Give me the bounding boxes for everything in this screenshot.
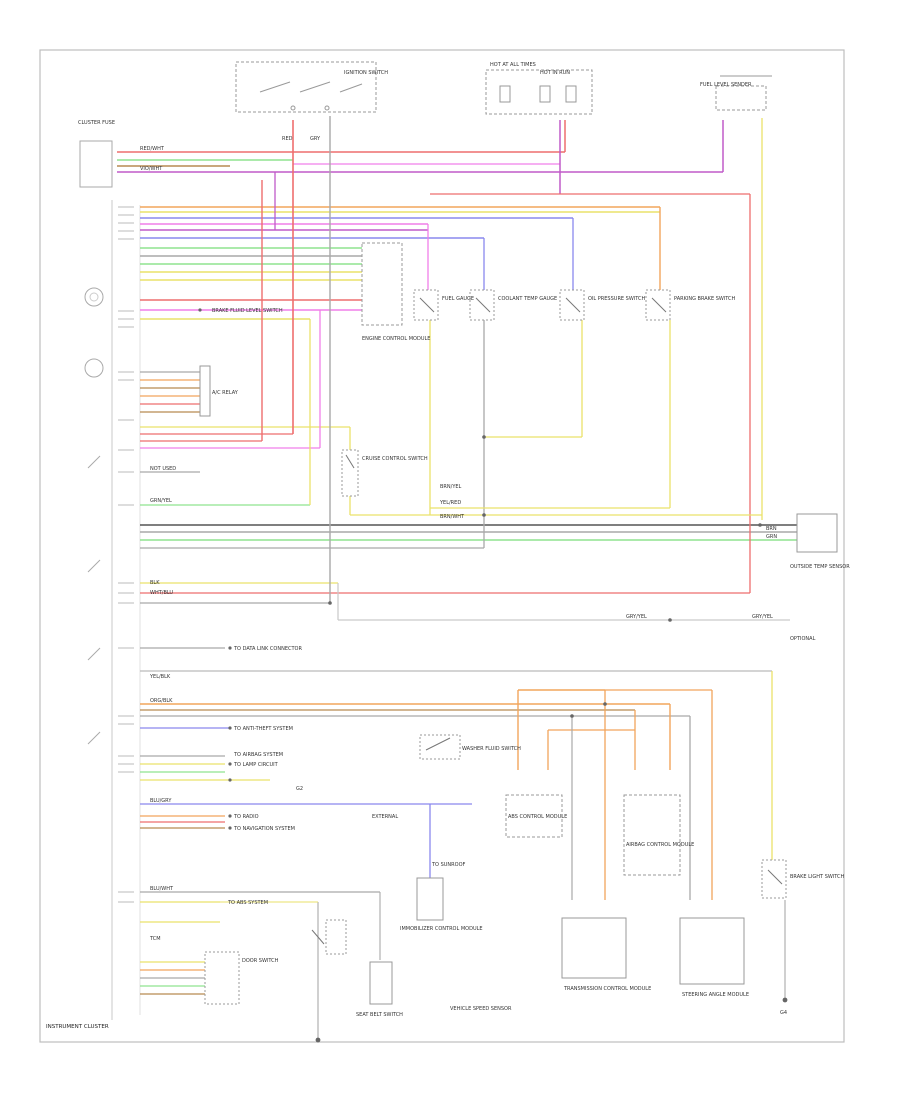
ground-label: G4	[780, 1010, 787, 1016]
warning-lamp-2-icon	[84, 358, 104, 378]
note-to-data-link: TO DATA LINK CONNECTOR	[233, 646, 302, 652]
label-brake-light: BRAKE LIGHT SWITCH	[790, 874, 845, 880]
seatbelt-box	[369, 961, 393, 1005]
note-not-used: NOT USED	[150, 466, 176, 472]
brake-switch-box	[645, 289, 671, 321]
fuse-block-symbol	[485, 69, 772, 115]
label-airbag-module: AIRBAG CONTROL MODULE	[626, 842, 694, 848]
fuse-lower-box	[325, 919, 347, 955]
washer-switch-box	[419, 734, 461, 760]
wire-label-gry-yel: GRY/YEL	[626, 614, 647, 620]
gauge-needle-2-icon	[87, 559, 101, 573]
wire-label-blu-gry: BLU/GRY	[150, 798, 172, 804]
temp-gauge-switch-box	[469, 289, 495, 321]
trans-module-box	[561, 917, 627, 979]
note-tcm: TCM	[149, 936, 161, 942]
wire-label-org-blk: ORG/BLK	[150, 698, 173, 704]
label-trans-module: TRANSMISSION CONTROL MODULE	[563, 986, 651, 992]
note-external: EXTERNAL	[372, 814, 398, 820]
note-to-sunroof: TO SUNROOF	[431, 862, 465, 868]
immobilizer-box	[416, 877, 444, 921]
note-to-abs: TO ABS SYSTEM	[227, 900, 268, 906]
wire-label-gry-yel-2: GRY/YEL	[752, 614, 773, 620]
wire-label-brn-yel: BRN/YEL	[440, 484, 462, 490]
note-to-airbag: TO AIRBAG SYSTEM	[233, 752, 283, 758]
label-vss: VEHICLE SPEED SENSOR	[450, 1006, 512, 1012]
note-to-anti-theft: TO ANTI-THEFT SYSTEM	[233, 726, 293, 732]
note-to-radio: TO RADIO	[233, 814, 259, 820]
gauge-needle-1-icon	[87, 455, 101, 469]
label-cruise: CRUISE CONTROL SWITCH	[362, 456, 428, 462]
wire-label-brn: BRN	[766, 526, 777, 532]
gauge-needle-4-icon	[87, 731, 101, 745]
oil-switch-box	[559, 289, 585, 321]
wire-label-red-wht: RED/WHT	[140, 146, 165, 152]
abs-module-box	[505, 794, 563, 838]
wire-label-brn-wht: BRN/WHT	[440, 514, 465, 520]
label-steering-module: STEERING ANGLE MODULE	[682, 992, 749, 998]
label-hot-in-run: HOT IN RUN	[540, 70, 570, 76]
wire-label-red: RED	[282, 136, 293, 142]
wire-label-yel-red: YEL/RED	[439, 500, 461, 506]
right-module-box	[796, 513, 838, 553]
label-seatbelt: SEAT BELT SWITCH	[356, 1012, 403, 1018]
component-boxes	[199, 242, 838, 1005]
cluster-pin-ticks	[118, 206, 134, 903]
wire-label-vio-wht: VIO/WHT	[140, 166, 163, 172]
cluster-fuse-box	[79, 140, 113, 188]
gauge-needle-3-icon	[87, 647, 101, 661]
diagram-frame	[39, 49, 845, 1043]
label-outside-temp: OUTSIDE TEMP SENSOR	[790, 564, 850, 570]
fuel-gauge-switch-box	[413, 289, 439, 321]
cruise-switch-box	[341, 449, 359, 497]
label-hot-at-all-times: HOT AT ALL TIMES	[490, 62, 536, 68]
note-to-nav: TO NAVIGATION SYSTEM	[233, 826, 295, 832]
warning-lamp-1-icon	[84, 287, 104, 307]
wire-label-grn-yel: GRN/YEL	[150, 498, 172, 504]
label-temp-gauge: COOLANT TEMP GAUGE	[498, 296, 557, 302]
label-oil-pressure: OIL PRESSURE SWITCH	[588, 296, 646, 302]
label-ac-relay: A/C RELAY	[212, 390, 239, 396]
brake-light-switch-box	[761, 859, 787, 899]
wire-label-wht-blu: WHT/BLU	[150, 590, 173, 596]
note-to-lamp: TO LAMP CIRCUIT	[233, 762, 279, 768]
label-fuel-level-sender: FUEL LEVEL SENDER	[700, 82, 752, 88]
cluster-icons	[79, 140, 113, 745]
wire-label-grn: GRN	[766, 534, 777, 540]
label-ignition-switch: IGNITION SWITCH	[344, 70, 388, 76]
junction-dots	[198, 308, 788, 1043]
label-cluster-fuse: CLUSTER FUSE	[78, 120, 115, 126]
steering-module-box	[679, 917, 745, 985]
label-abs-module: ABS CONTROL MODULE	[508, 814, 567, 820]
label-door-switch: DOOR SWITCH	[242, 958, 279, 964]
switch-contacts	[311, 297, 783, 945]
label-fuel-gauge: FUEL GAUGE	[442, 296, 474, 302]
label-seatbelt-switch-2: BRAKE FLUID LEVEL SWITCH	[212, 308, 283, 314]
note-g2: G2	[296, 786, 303, 792]
label-brake-switch: PARKING BRAKE SWITCH	[674, 296, 736, 302]
label-immobilizer: IMMOBILIZER CONTROL MODULE	[400, 926, 483, 932]
engine-control-box	[361, 242, 403, 326]
label-optional: OPTIONAL	[790, 636, 816, 642]
wire-label-gry: GRY	[310, 136, 321, 142]
wire-label-blu-wht: BLU/WHT	[150, 886, 174, 892]
cluster-label: INSTRUMENT CLUSTER	[46, 1024, 109, 1030]
door-switch-box	[204, 951, 240, 1005]
wire-label-blk: BLK	[150, 580, 160, 586]
airbag-module-box	[623, 794, 681, 876]
lamp-connector-box	[199, 365, 211, 417]
label-washer-switch: WASHER FLUID SWITCH	[462, 746, 521, 752]
wire-label-yel-blk: YEL/BLK	[149, 674, 171, 680]
label-engine-control: ENGINE CONTROL MODULE	[362, 336, 430, 342]
ignition-switch-symbol	[235, 61, 377, 113]
